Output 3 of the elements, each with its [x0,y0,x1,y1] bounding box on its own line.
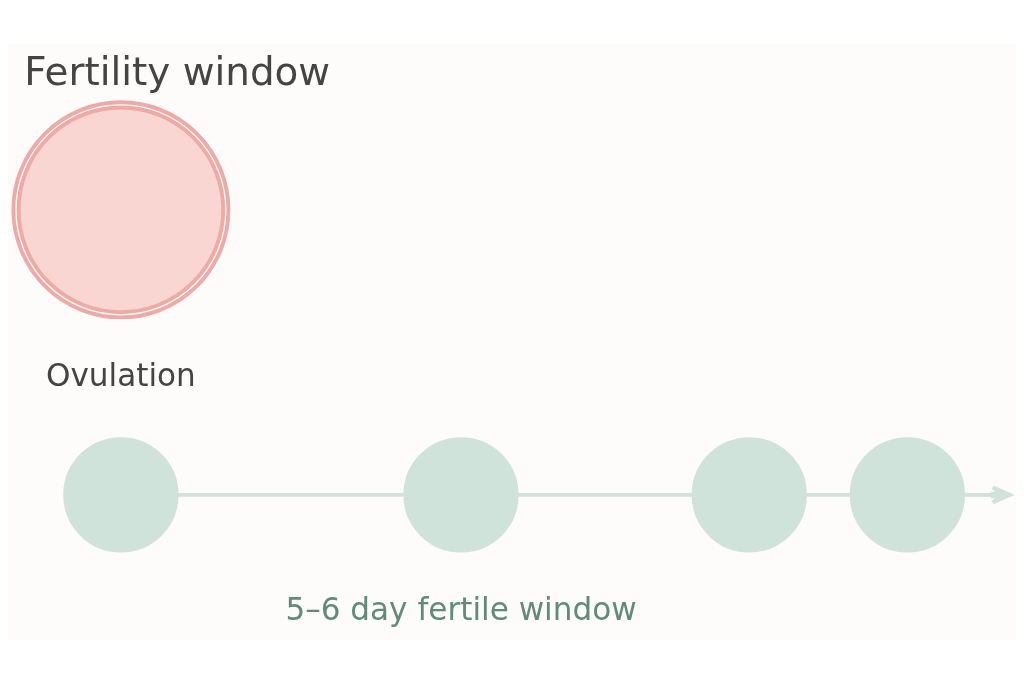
label: 5–6 day fertile window [285,590,637,627]
diagram-title: Fertility window [24,48,331,94]
node-label: Ovulation [46,356,196,393]
